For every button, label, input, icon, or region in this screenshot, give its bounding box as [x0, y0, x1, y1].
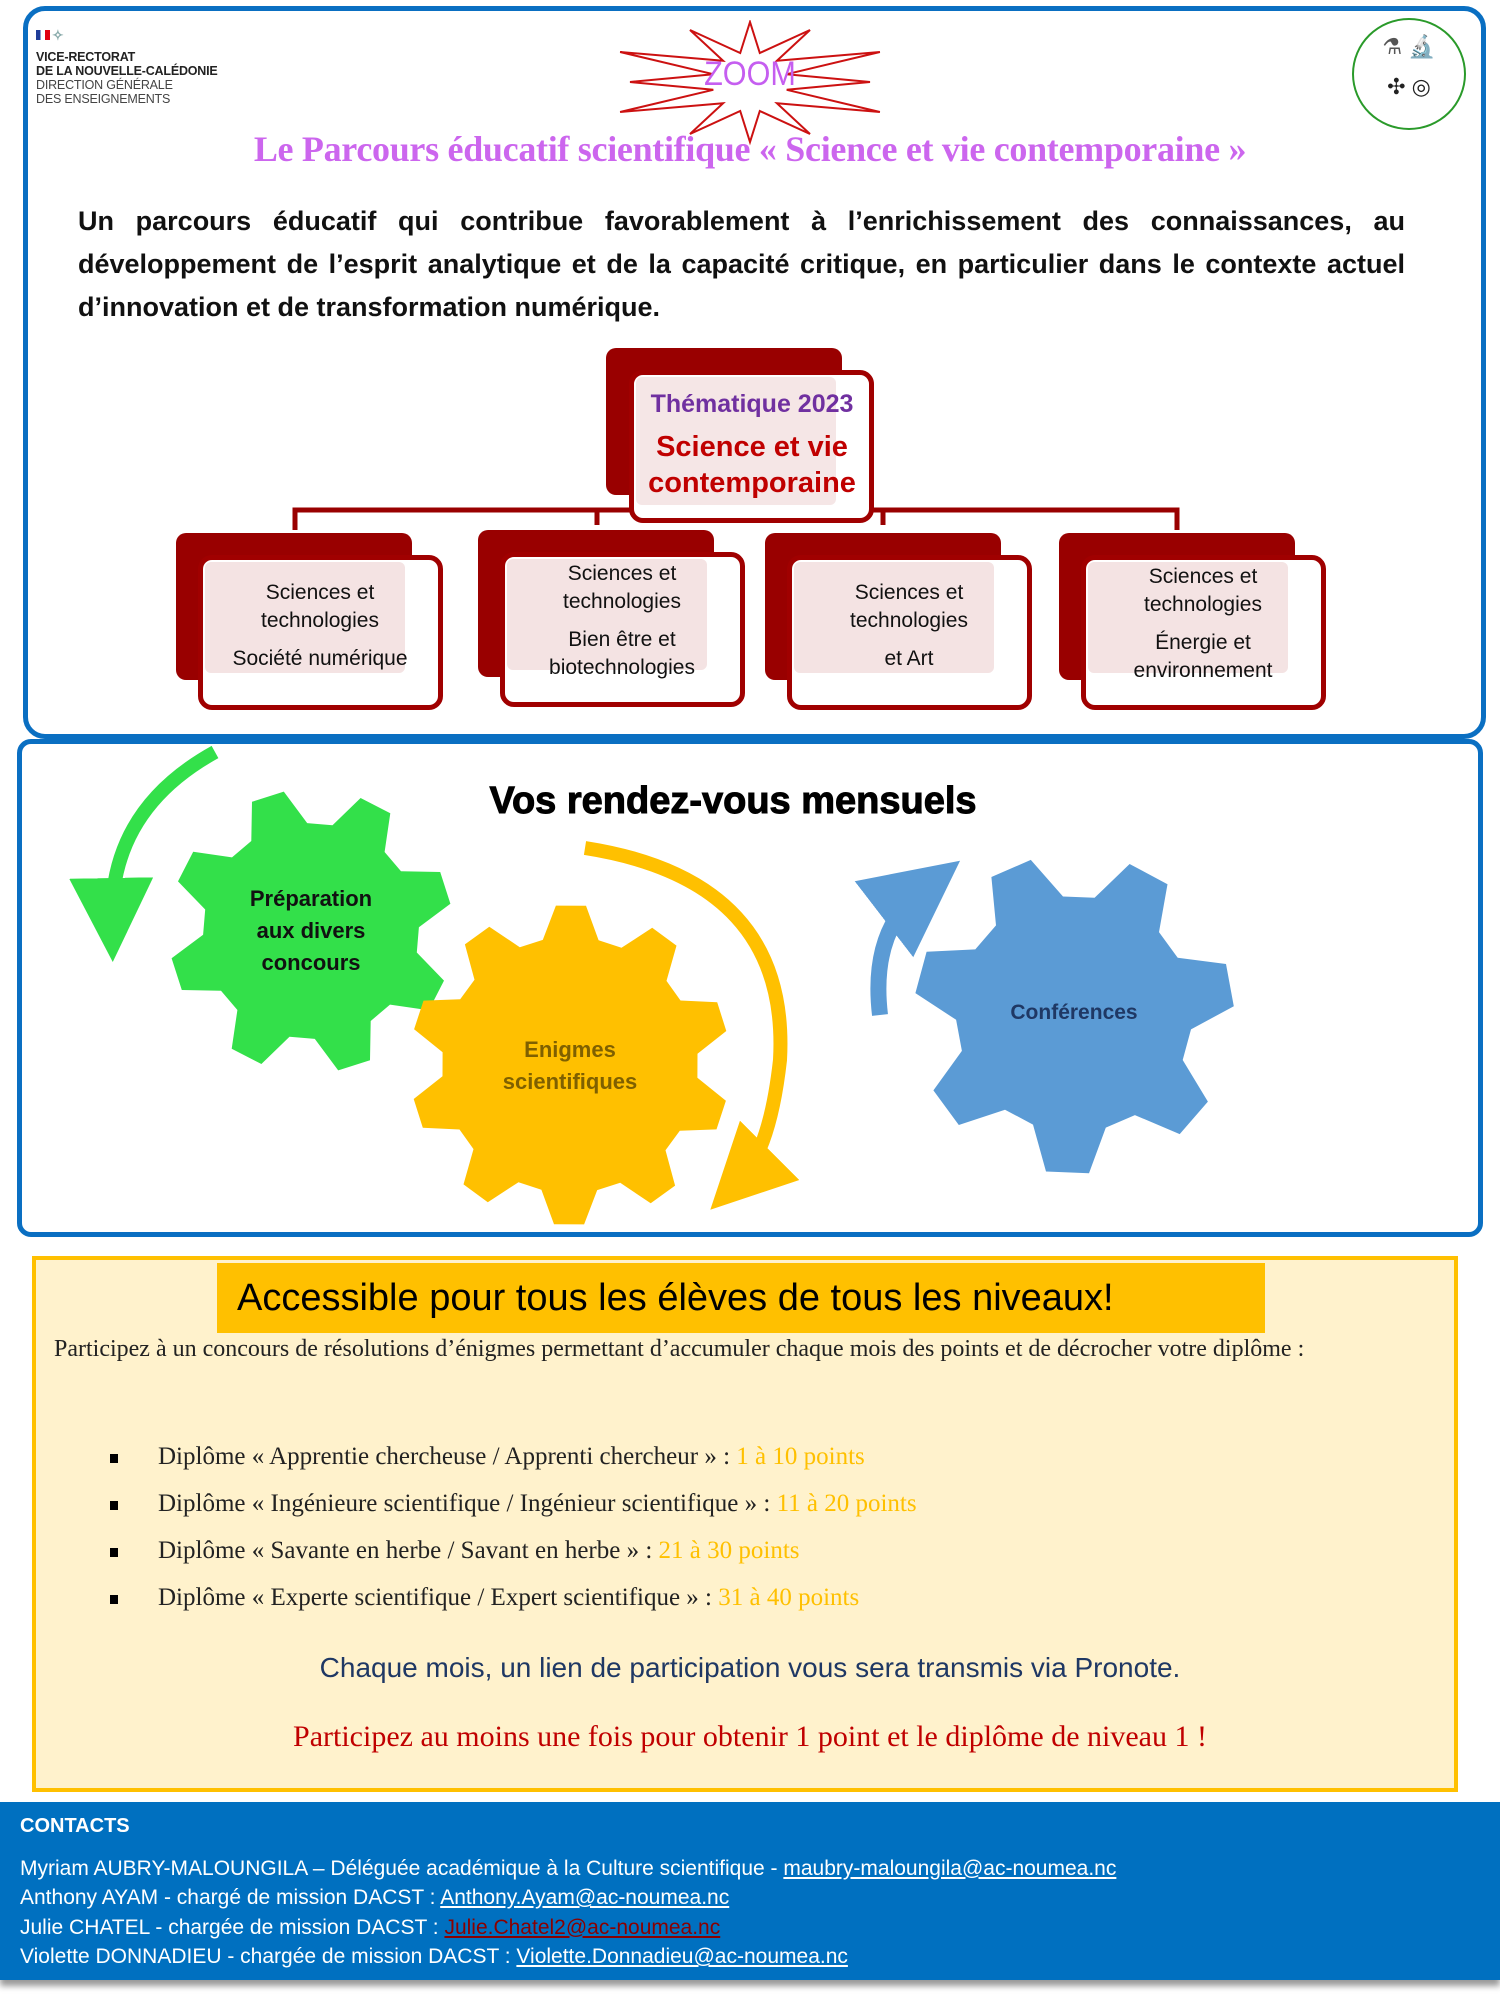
contact-name: Violette DONNADIEU - chargée de mission … — [20, 1945, 517, 1968]
bullet-icon — [110, 1500, 118, 1510]
diploma-text: Diplôme « Savante en herbe / Savant en h… — [158, 1537, 659, 1564]
microscope-icon: ⚗ 🔬 — [1382, 34, 1436, 59]
gear-label-line: Préparation — [249, 886, 373, 911]
theme-box-fill — [636, 377, 836, 505]
diploma-points: 1 à 10 points — [736, 1443, 865, 1470]
card-line: technologies — [850, 609, 968, 632]
contacts-section: CONTACTS Myriam AUBRY-MALOUNGILA – Délég… — [0, 1802, 1500, 1980]
card-fill — [1088, 562, 1288, 673]
contact-email-link[interactable]: Anthony.Ayam@ac-noumea.nc — [440, 1886, 730, 1909]
contact-email-link[interactable]: Julie.Chatel2@ac-noumea.nc — [444, 1915, 721, 1939]
card-line: Bien être et — [568, 628, 676, 651]
contact-row: Myriam AUBRY-MALOUNGILA – Déléguée acadé… — [20, 1854, 1480, 1884]
zoom-star-icon — [619, 20, 881, 146]
contest-box — [32, 1256, 1458, 1792]
logo-line: DES ENSEIGNEMENTS — [36, 92, 171, 106]
card-line: technologies — [563, 590, 681, 613]
diploma-text: Diplôme « Experte scientifique / Expert … — [158, 1584, 719, 1611]
diploma-item: Diplôme « Apprentie chercheuse / Apprent… — [110, 1443, 865, 1471]
card-text: Sciences et technologies Société numériq… — [200, 579, 440, 673]
intro-paragraph: Un parcours éducatif qui contribue favor… — [78, 206, 1405, 322]
gears-diagram — [69, 745, 1234, 1225]
theme-label: Thématique 2023 — [650, 390, 854, 418]
vice-rectorat-logo: ✧ VICE-RECTORAT DE LA NOUVELLE-CALÉDONIE… — [36, 28, 218, 106]
participation-cta: Participez au moins une fois pour obteni… — [293, 1720, 1207, 1753]
yellow-gear-icon — [413, 905, 727, 1225]
contact-name: Myriam AUBRY-MALOUNGILA – Déléguée acadé… — [20, 1856, 784, 1880]
logo-line: DE LA NOUVELLE-CALÉDONIE — [36, 64, 218, 78]
diploma-points: 31 à 40 points — [718, 1584, 860, 1611]
card-text: Sciences et technologies Bien être et bi… — [502, 560, 742, 682]
card-line: Sciences et — [265, 581, 375, 604]
logo-line: VICE-RECTORAT — [36, 50, 136, 64]
card-line: technologies — [261, 609, 379, 632]
diploma-text: Diplôme « Apprentie chercheuse / Apprent… — [158, 1443, 737, 1470]
rendezvous-title: Vos rendez-vous mensuels — [489, 780, 977, 823]
science-delegation-logo: ⚗ 🔬 ✣ ◎ — [1352, 18, 1466, 130]
contest-heading: Accessible pour tous les élèves de tous … — [217, 1263, 1265, 1333]
drone-icon: ✣ ◎ — [1387, 74, 1431, 99]
diploma-item: Diplôme « Ingénieure scientifique / Ingé… — [110, 1490, 917, 1518]
card-line: Sciences et — [567, 562, 677, 585]
gear-label-preparation: Préparation aux divers concours — [211, 883, 411, 979]
gear-label-line: scientifiques — [502, 1069, 638, 1094]
contest-intro: Participez à un concours de résolutions … — [54, 1336, 1305, 1362]
diploma-item: Diplôme « Savante en herbe / Savant en h… — [110, 1537, 800, 1565]
pronote-notice: Chaque mois, un lien de participation vo… — [319, 1652, 1181, 1683]
card-line: Sciences et — [1148, 565, 1258, 588]
contact-row: Julie CHATEL - chargée de mission DACST … — [20, 1913, 1480, 1943]
card-fill — [794, 562, 994, 673]
marianne-icon: ✧ — [52, 27, 64, 43]
card-line: et Art — [884, 647, 934, 670]
page-title: Le Parcours éducatif scientifique « Scie… — [253, 129, 1247, 169]
bullet-icon — [110, 1453, 118, 1463]
yellow-cycle-arrow-icon — [583, 841, 800, 1210]
diploma-text: Diplôme « Ingénieure scientifique / Ingé… — [158, 1490, 777, 1517]
diploma-points: 11 à 20 points — [776, 1490, 917, 1517]
card-line: Énergie et — [1155, 631, 1251, 654]
contact-row: Anthony AYAM - chargé de mission DACST :… — [20, 1883, 1480, 1913]
card-line: Société numérique — [232, 647, 408, 670]
contact-name: Anthony AYAM - chargé de mission DACST : — [20, 1886, 441, 1909]
green-cycle-arrow-icon — [69, 745, 219, 962]
card-line: technologies — [1144, 593, 1262, 616]
contact-email-link[interactable]: Violette.Donnadieu@ac-noumea.nc — [516, 1945, 848, 1968]
french-flag-icon — [36, 30, 50, 40]
blue-gear-icon — [915, 859, 1234, 1174]
logo-line: DIRECTION GÉNÉRALE — [36, 78, 173, 92]
zoom-badge: ZOOM — [704, 55, 796, 93]
card-fill — [205, 562, 405, 673]
green-gear-icon — [171, 791, 451, 1071]
diploma-points: 21 à 30 points — [658, 1537, 800, 1564]
card-line: Sciences et — [854, 581, 964, 604]
bullet-icon — [110, 1547, 118, 1557]
contact-email-link[interactable]: maubry-maloungila@ac-noumea.nc — [783, 1856, 1117, 1880]
gear-label-line: aux divers — [256, 918, 366, 943]
card-text: Sciences et technologies Énergie et envi… — [1083, 563, 1323, 685]
card-line: biotechnologies — [549, 656, 695, 679]
card-fill — [507, 559, 707, 670]
gear-label-line: concours — [261, 950, 361, 975]
contact-name: Julie CHATEL - chargée de mission DACST … — [20, 1915, 445, 1939]
bullet-icon — [110, 1594, 118, 1604]
contacts-title: CONTACTS — [20, 1815, 130, 1837]
contact-row: Violette DONNADIEU - chargée de mission … — [20, 1942, 1480, 1972]
card-text: Sciences et technologies et Art — [789, 579, 1029, 673]
theme-name: Science et vie — [656, 431, 848, 463]
gear-label-enigmes: Enigmes scientifiques — [470, 1034, 670, 1098]
diploma-item: Diplôme « Experte scientifique / Expert … — [110, 1584, 859, 1612]
theme-section — [23, 6, 1486, 739]
theme-text: Thématique 2023 Science et vie contempor… — [634, 387, 870, 501]
gear-label-conferences: Conférences — [1010, 1001, 1138, 1024]
rendezvous-section — [17, 739, 1483, 1237]
blue-cycle-arrow-icon — [854, 860, 961, 1016]
card-line: environnement — [1133, 659, 1273, 682]
theme-name: contemporaine — [648, 467, 856, 499]
gear-label-line: Enigmes — [524, 1037, 616, 1062]
